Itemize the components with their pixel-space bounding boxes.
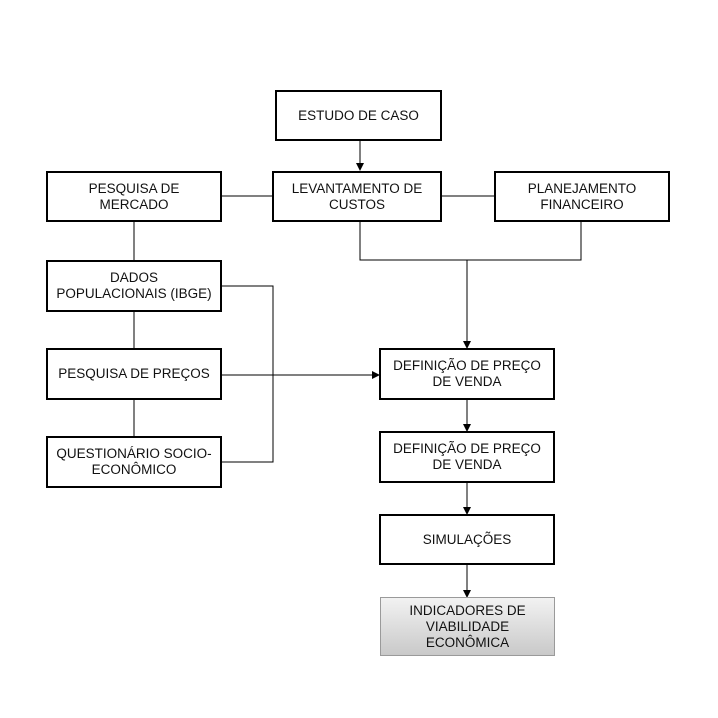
node-estudo-de-caso: ESTUDO DE CASO [275, 90, 442, 141]
node-questionario-socio-economico: QUESTIONÁRIO SOCIO-ECONÔMICO [46, 436, 222, 488]
node-pesquisa-de-precos: PESQUISA DE PREÇOS [46, 348, 222, 400]
node-label: QUESTIONÁRIO SOCIO-ECONÔMICO [56, 446, 212, 477]
connector-custos-financeiro-merge [359, 221, 582, 261]
node-label: ESTUDO DE CASO [298, 107, 419, 123]
node-simulacoes: SIMULAÇÕES [379, 514, 555, 565]
node-label: PESQUISA DE PREÇOS [58, 366, 210, 381]
node-label: SIMULAÇÕES [422, 531, 512, 547]
connector-dados-questionario-bracket [221, 285, 274, 463]
